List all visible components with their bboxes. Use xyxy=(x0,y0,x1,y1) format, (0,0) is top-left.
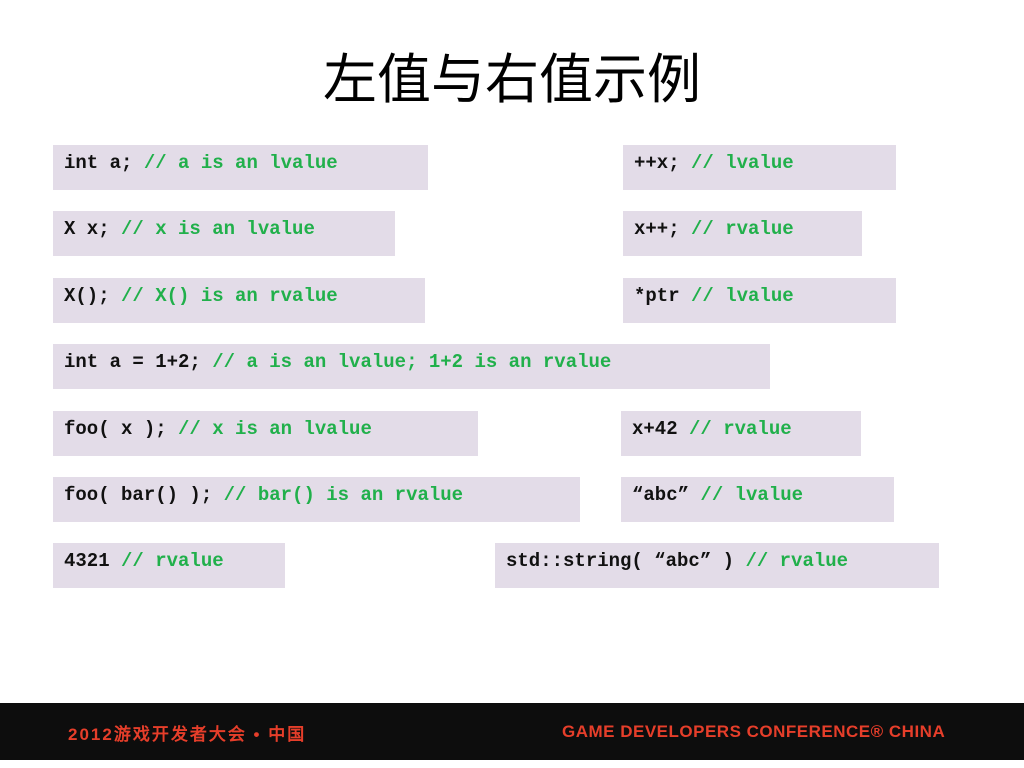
code-comment: // rvalue xyxy=(691,218,794,240)
code-text: x+42 xyxy=(632,418,690,440)
code-text: *ptr xyxy=(634,285,692,307)
code-comment: // X() is an rvalue xyxy=(121,285,338,307)
code-comment: // rvalue xyxy=(689,418,792,440)
code-example: x+42 // rvalue xyxy=(621,411,861,456)
code-comment: // a is an lvalue xyxy=(143,152,338,174)
code-text: std::string( “abc” ) xyxy=(506,550,746,572)
code-comment: // x is an lvalue xyxy=(121,218,315,240)
code-example: x++; // rvalue xyxy=(623,211,862,256)
code-example: ++x; // lvalue xyxy=(623,145,896,190)
code-text: X x; xyxy=(64,218,122,240)
code-example: “abc” // lvalue xyxy=(621,477,894,522)
code-example: X x; // x is an lvalue xyxy=(53,211,395,256)
code-comment: // rvalue xyxy=(121,550,224,572)
footer-conference-label: GAME DEVELOPERS CONFERENCE® CHINA xyxy=(562,722,946,741)
code-text: foo( x ); xyxy=(64,418,179,440)
code-comment: // lvalue xyxy=(700,484,804,506)
code-text: ++x; xyxy=(634,152,692,174)
code-example: 4321 // rvalue xyxy=(53,543,285,588)
code-example: *ptr // lvalue xyxy=(623,278,896,323)
code-example: int a; // a is an lvalue xyxy=(53,145,428,190)
code-comment: // a is an lvalue; 1+2 is an rvalue xyxy=(212,351,612,373)
code-comment: // lvalue xyxy=(691,285,794,307)
code-text: X(); xyxy=(64,285,122,307)
footer-event-label: 2012游戏开发者大会 • 中国 xyxy=(68,725,307,744)
code-comment: // bar() is an rvalue xyxy=(223,484,464,506)
code-text: 4321 xyxy=(64,550,122,572)
code-comment: // x is an lvalue xyxy=(178,418,372,440)
code-example: std::string( “abc” ) // rvalue xyxy=(495,543,939,588)
code-text: int a; xyxy=(64,152,144,174)
code-comment: // lvalue xyxy=(691,152,794,174)
footer-bar: 2012游戏开发者大会 • 中国 GAME DEVELOPERS CONFERE… xyxy=(0,703,1024,760)
slide-title: 左值与右值示例 xyxy=(323,48,701,111)
code-example: foo( bar() ); // bar() is an rvalue xyxy=(53,477,580,522)
code-text: int a = 1+2; xyxy=(64,351,213,373)
code-example: int a = 1+2; // a is an lvalue; 1+2 is a… xyxy=(53,344,770,389)
code-text: “abc” xyxy=(632,484,701,506)
code-text: foo( bar() ); xyxy=(64,484,224,506)
code-text: x++; xyxy=(634,218,692,240)
code-example: foo( x ); // x is an lvalue xyxy=(53,411,478,456)
code-example: X(); // X() is an rvalue xyxy=(53,278,425,323)
code-comment: // rvalue xyxy=(745,550,849,572)
